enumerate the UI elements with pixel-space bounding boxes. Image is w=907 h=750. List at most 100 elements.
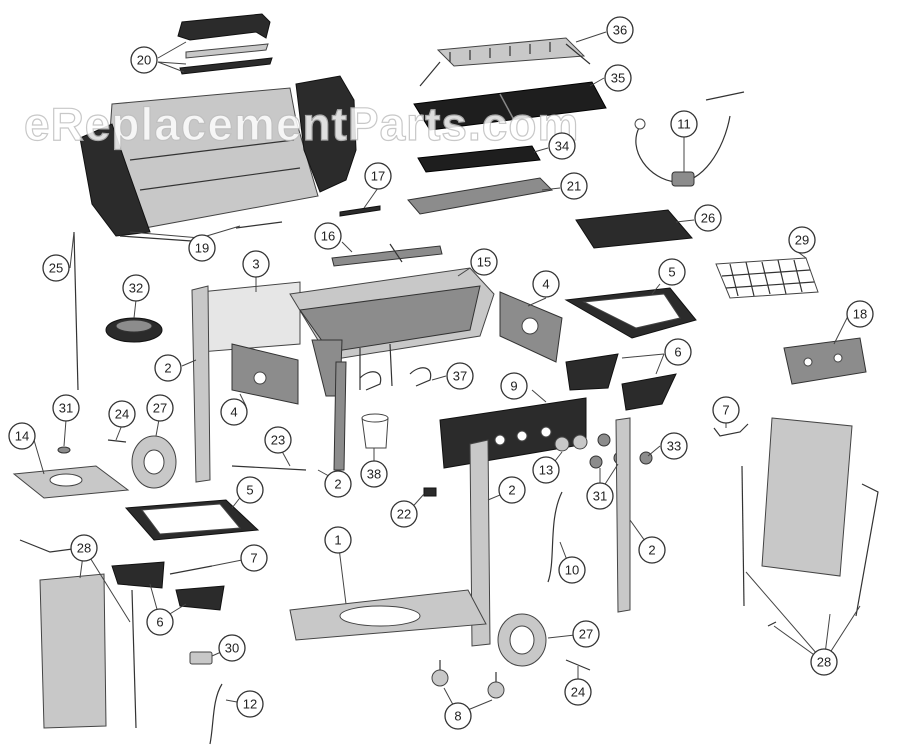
svg-text:12: 12 — [243, 697, 257, 712]
svg-text:15: 15 — [477, 255, 491, 270]
part-warming-rack — [419, 37, 591, 87]
callout-32: 32 — [122, 274, 150, 302]
svg-text:7: 7 — [722, 403, 729, 418]
part-small-bar — [339, 205, 381, 217]
svg-text:31: 31 — [593, 489, 607, 504]
callout-27-left: 27 — [146, 394, 174, 422]
svg-text:32: 32 — [129, 281, 143, 296]
part-crossover-bar — [331, 243, 443, 267]
callout-29: 29 — [788, 226, 816, 254]
part-bracket — [783, 337, 867, 385]
callout-2-right: 2 — [638, 536, 666, 564]
part-handle — [177, 13, 273, 75]
callout-22: 22 — [390, 500, 418, 528]
callout-14: 14 — [8, 422, 36, 450]
svg-text:11: 11 — [677, 117, 691, 132]
part-cabinet-door-right — [761, 417, 853, 577]
svg-text:35: 35 — [611, 71, 625, 86]
svg-text:5: 5 — [668, 265, 675, 280]
svg-text:17: 17 — [371, 169, 385, 184]
svg-text:34: 34 — [555, 139, 569, 154]
svg-text:24: 24 — [571, 685, 585, 700]
part-firebox — [289, 267, 495, 397]
svg-text:31: 31 — [59, 401, 73, 416]
part-side-panel-left — [231, 343, 299, 405]
svg-text:37: 37 — [453, 369, 467, 384]
svg-text:10: 10 — [565, 563, 579, 578]
svg-text:18: 18 — [853, 307, 867, 322]
svg-text:6: 6 — [156, 615, 163, 630]
callout-23: 23 — [264, 426, 292, 454]
part-shelf-frame-right — [564, 287, 697, 339]
part-door-rods-left — [19, 539, 137, 729]
part-bolt-24b — [565, 659, 591, 671]
part-grease-cup — [361, 413, 389, 449]
svg-text:6: 6 — [674, 345, 681, 360]
part-small-clip-22 — [423, 487, 437, 497]
part-hose-10 — [547, 491, 563, 583]
callout-27-right: 27 — [572, 620, 600, 648]
svg-text:1: 1 — [334, 533, 341, 548]
part-leg-left — [191, 285, 211, 483]
callout-8: 8 — [444, 702, 472, 730]
part-leg-center — [469, 439, 491, 647]
svg-text:21: 21 — [567, 179, 581, 194]
part-knobs — [554, 434, 588, 452]
callout-18: 18 — [846, 300, 874, 328]
callout-12: 12 — [236, 690, 264, 718]
callout-6-left: 6 — [146, 608, 174, 636]
callout-4-right: 4 — [532, 270, 560, 298]
svg-text:13: 13 — [539, 463, 553, 478]
part-bottom-shelf — [289, 589, 487, 641]
svg-text:36: 36 — [613, 23, 627, 38]
callout-31-right: 31 — [586, 482, 614, 510]
callout-31-left: 31 — [52, 394, 80, 422]
svg-text:29: 29 — [795, 233, 809, 248]
svg-text:33: 33 — [667, 439, 681, 454]
svg-text:3: 3 — [252, 257, 259, 272]
callout-4-left: 4 — [220, 398, 248, 426]
callout-2-center: 2 — [498, 476, 526, 504]
part-basket — [715, 257, 819, 299]
part-casters — [431, 660, 505, 699]
part-control-panel — [439, 397, 587, 469]
part-cooking-grates — [413, 81, 607, 131]
callout-34: 34 — [548, 132, 576, 160]
callout-6-right: 6 — [664, 338, 692, 366]
callout-35: 35 — [604, 64, 632, 92]
callout-10: 10 — [558, 556, 586, 584]
callout-5-right: 5 — [658, 258, 686, 286]
svg-text:8: 8 — [454, 709, 461, 724]
part-hood — [79, 75, 357, 237]
part-wheel-left — [131, 435, 177, 489]
callout-16: 16 — [314, 222, 342, 250]
watermark: eReplacementParts.com — [24, 98, 579, 150]
part-cabinet-door-left — [39, 573, 107, 729]
callout-3: 3 — [242, 250, 270, 278]
callout-21: 21 — [560, 172, 588, 200]
part-bolt-31 — [57, 446, 71, 454]
part-clip-7 — [713, 423, 749, 437]
parts-illustration — [12, 13, 879, 745]
callout-7-right: 7 — [712, 396, 740, 424]
svg-text:30: 30 — [225, 641, 239, 656]
svg-text:4: 4 — [542, 277, 549, 292]
part-side-shelf-panel — [575, 209, 694, 249]
callout-28-left: 28 — [70, 534, 98, 562]
svg-text:4: 4 — [230, 405, 237, 420]
callout-11: 11 — [670, 110, 698, 138]
callout-26: 26 — [694, 204, 722, 232]
part-shelf-bracket-left — [111, 561, 225, 611]
svg-text:28: 28 — [817, 655, 831, 670]
svg-text:28: 28 — [77, 541, 91, 556]
svg-text:5: 5 — [246, 483, 253, 498]
part-base-plate — [12, 465, 130, 499]
svg-text:14: 14 — [15, 429, 29, 444]
part-door-rods-right — [741, 465, 879, 627]
svg-text:9: 9 — [510, 379, 517, 394]
svg-text:24: 24 — [115, 407, 129, 422]
callout-20: 20 — [130, 46, 158, 74]
part-clip-7-left — [169, 565, 213, 575]
callout-38: 38 — [360, 460, 388, 488]
